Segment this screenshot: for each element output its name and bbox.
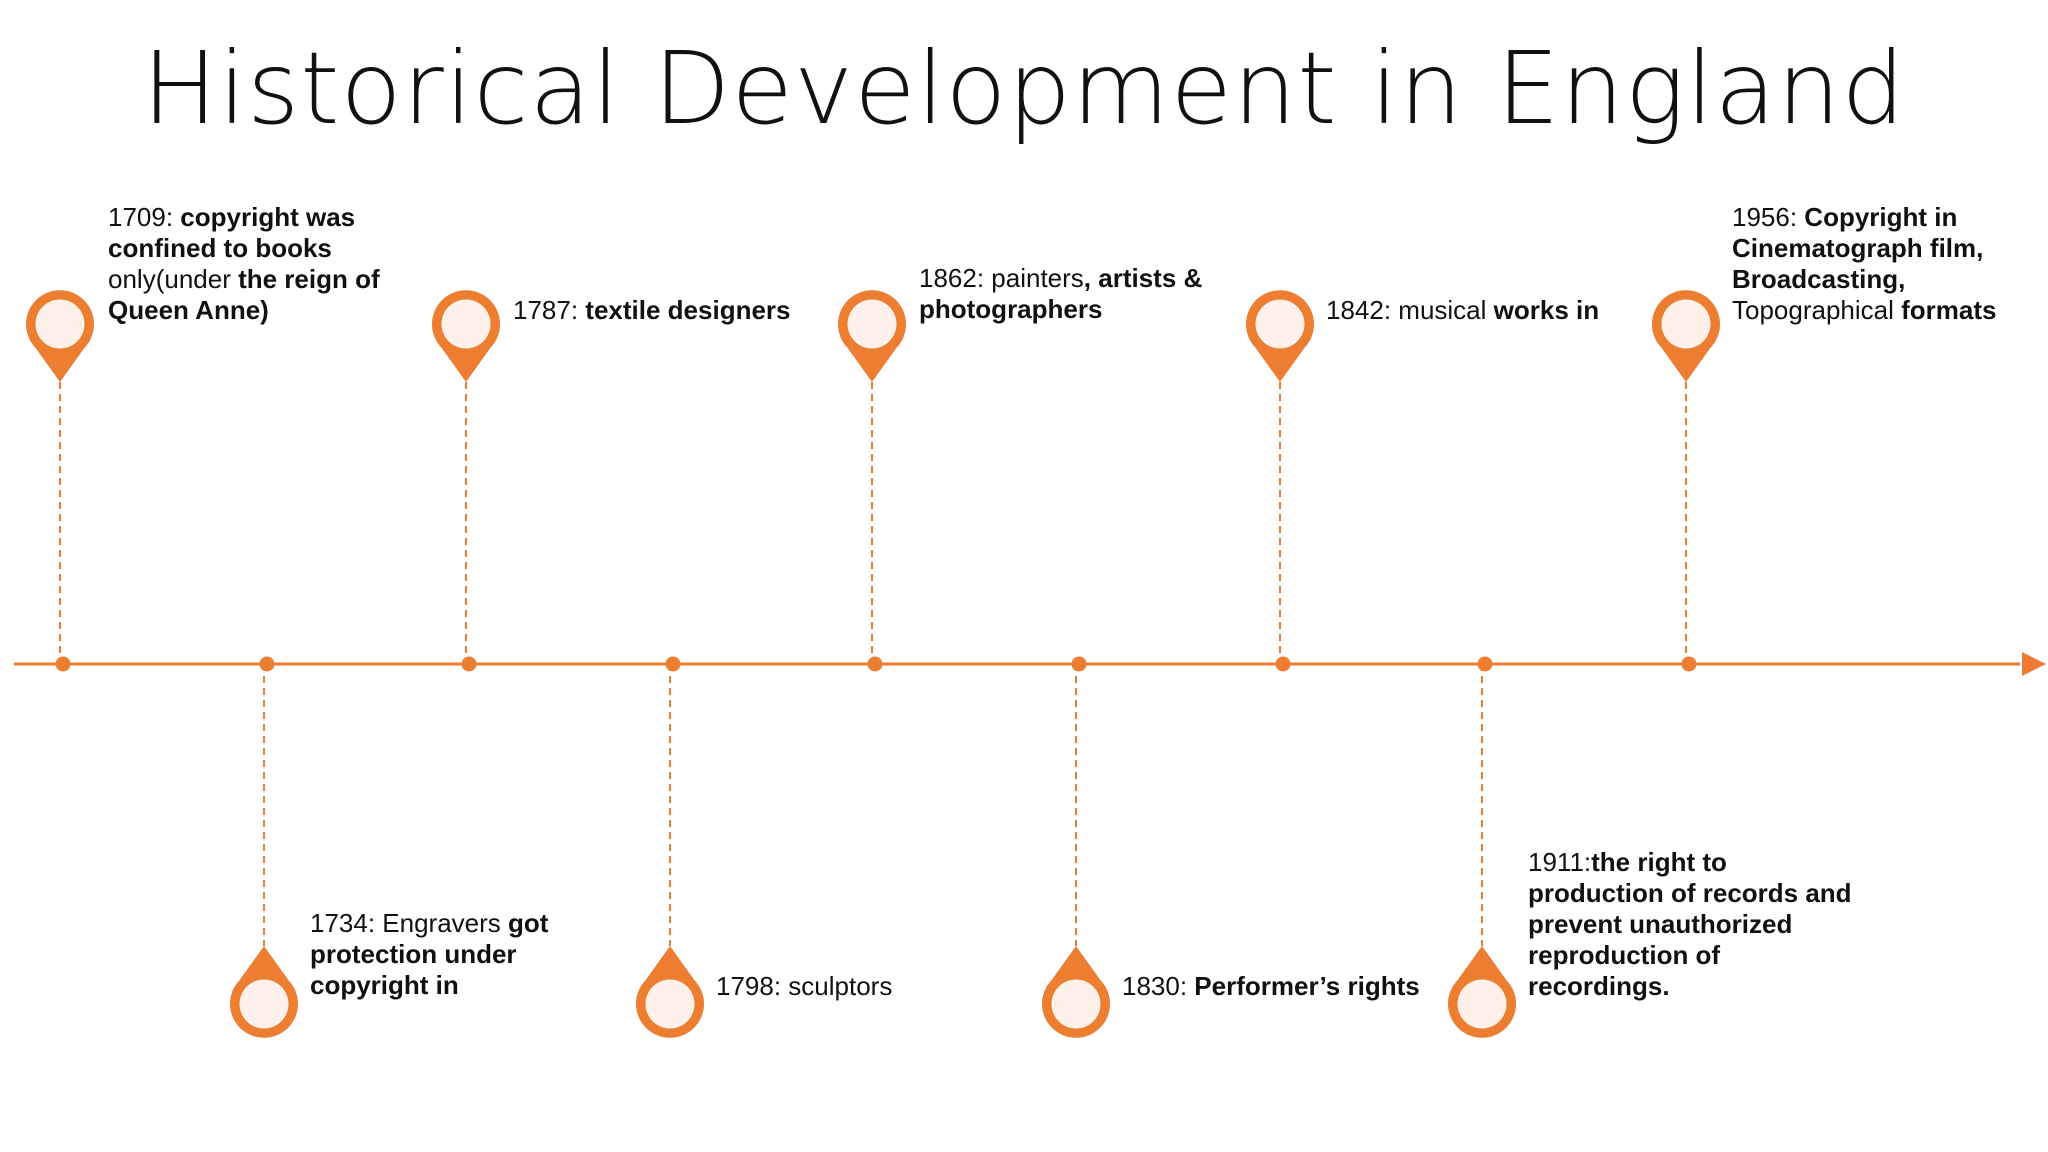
timeline-event-1956 xyxy=(1652,290,1720,672)
event-text: 1956: xyxy=(1732,202,1805,232)
timeline-event-1830 xyxy=(1041,656,1110,1038)
event-text-bold: protection under xyxy=(310,938,517,969)
event-label-1862: 1862: painters, artists &photographers xyxy=(919,263,1202,325)
event-text: Topographical xyxy=(1732,295,1902,325)
axis-dot xyxy=(1275,656,1291,672)
event-text: 1709: xyxy=(108,202,181,232)
event-text-bold: copyright was xyxy=(180,202,356,232)
event-label-line: 1709: copyright was xyxy=(108,202,380,233)
event-label-line: copyright in xyxy=(310,970,548,1001)
event-text-bold: Cinematograph film, xyxy=(1732,233,1984,263)
event-label-line: Queen Anne) xyxy=(108,295,380,326)
pin-inner-circle xyxy=(441,299,491,349)
axis-dot xyxy=(259,656,275,672)
axis-dot xyxy=(665,656,681,672)
event-label-line: photographers xyxy=(919,294,1202,325)
event-label-line: 1787: textile designers xyxy=(513,295,791,326)
pin-inner-circle xyxy=(847,299,897,349)
axis-dot xyxy=(1681,656,1697,672)
event-text-bold: prevent unauthorized xyxy=(1528,908,1793,939)
axis-dot xyxy=(867,656,883,672)
timeline-event-1911 xyxy=(1448,656,1516,1038)
event-text-bold: the reign of xyxy=(238,264,380,294)
timeline-arrowhead xyxy=(2022,652,2046,676)
event-label-line: 1862: painters, artists & xyxy=(919,263,1202,294)
pin-inner-circle xyxy=(1457,979,1507,1029)
event-label-1842: 1842: musical works in xyxy=(1326,295,1599,326)
event-label-line: only(under the reign of xyxy=(108,264,380,295)
axis-dot xyxy=(55,656,71,672)
event-text: 1862: painters xyxy=(919,263,1084,293)
axis-dot xyxy=(461,656,477,672)
event-label-1787: 1787: textile designers xyxy=(513,295,791,326)
event-label-line: 1911:the right to xyxy=(1528,847,1852,878)
pin-inner-circle xyxy=(1661,299,1711,349)
event-text-bold: copyright in xyxy=(310,969,459,1000)
event-text-bold: Queen Anne) xyxy=(108,295,269,325)
timeline-event-1798 xyxy=(635,656,705,1038)
event-text-bold: Performer’s rights xyxy=(1194,970,1420,1001)
event-label-line: Topographical formats xyxy=(1732,295,1996,326)
pin-inner-circle xyxy=(239,979,289,1029)
pin-inner-circle xyxy=(1051,979,1101,1029)
event-text-bold: production of records and xyxy=(1528,877,1852,908)
event-text-bold: formats xyxy=(1901,295,1997,325)
event-text: 1911: xyxy=(1528,846,1592,877)
event-label-line: 1734: Engravers got xyxy=(310,908,548,939)
event-label-line: confined to books xyxy=(108,233,380,264)
event-text: 1830: xyxy=(1122,970,1195,1001)
event-label-line: prevent unauthorized xyxy=(1528,909,1852,940)
event-text: 1842: musical xyxy=(1326,294,1494,325)
event-text-bold: Copyright in xyxy=(1804,202,1958,232)
timeline-event-1842 xyxy=(1246,290,1314,672)
event-text-bold: the right to xyxy=(1591,846,1727,877)
event-text-bold: got xyxy=(508,907,549,938)
pin-inner-circle xyxy=(35,299,85,349)
axis-dot xyxy=(1477,656,1493,672)
pin-inner-circle xyxy=(645,979,695,1029)
event-label-line: recordings. xyxy=(1528,971,1852,1002)
event-label-line: 1956: Copyright in xyxy=(1732,202,1996,233)
event-text-bold: works in xyxy=(1493,294,1600,325)
event-text-bold: reproduction of xyxy=(1528,939,1721,970)
event-label-line: Broadcasting, xyxy=(1732,264,1996,295)
timeline-event-1787 xyxy=(432,290,500,672)
event-label-line: 1830: Performer’s rights xyxy=(1122,971,1420,1002)
event-label-1830: 1830: Performer’s rights xyxy=(1122,971,1420,1002)
event-text: 1798: sculptors xyxy=(716,970,893,1001)
event-label-line: production of records and xyxy=(1528,878,1852,909)
pin-inner-circle xyxy=(1255,299,1305,349)
event-text-bold: textile designers xyxy=(585,294,791,325)
page-title: Historical Development in England xyxy=(142,30,1906,147)
event-label-line: reproduction of xyxy=(1528,940,1852,971)
event-label-line: Cinematograph film, xyxy=(1732,233,1996,264)
event-text: 1787: xyxy=(513,294,586,325)
event-text-bold: , artists & xyxy=(1083,263,1203,293)
event-text-bold: photographers xyxy=(919,294,1103,324)
timeline-event-1862 xyxy=(838,290,907,672)
event-text: 1734: Engravers xyxy=(310,907,509,938)
timeline-event-1734 xyxy=(230,656,298,1038)
event-text-bold: Broadcasting, xyxy=(1732,264,1906,294)
event-label-line: 1842: musical works in xyxy=(1326,295,1599,326)
event-label-line: 1798: sculptors xyxy=(716,971,892,1002)
axis-dot xyxy=(1071,656,1087,672)
event-text-bold: confined to books xyxy=(108,233,332,263)
event-label-1798: 1798: sculptors xyxy=(716,971,892,1002)
timeline-event-1709 xyxy=(26,290,94,672)
event-label-line: protection under xyxy=(310,939,548,970)
event-text-bold: recordings. xyxy=(1528,970,1670,1001)
event-text: only(under xyxy=(108,264,239,294)
